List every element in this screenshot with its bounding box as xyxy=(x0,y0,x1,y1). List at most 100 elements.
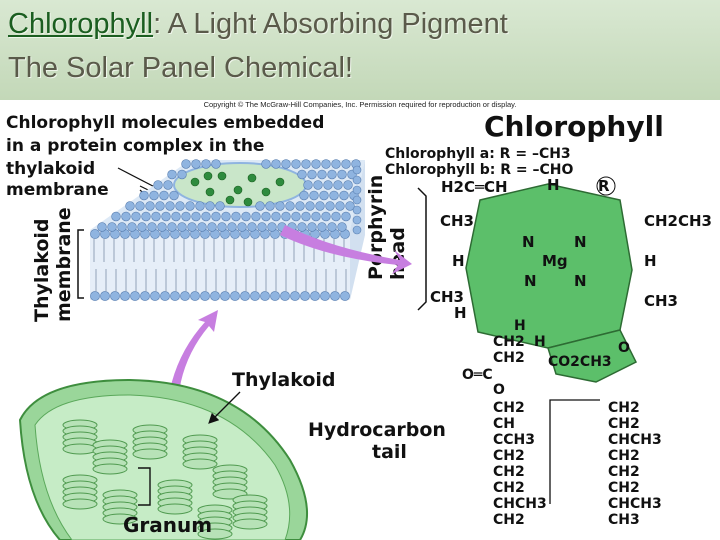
lipid-head xyxy=(297,222,307,232)
lipid-head xyxy=(160,291,170,301)
lipid-head xyxy=(270,291,280,301)
svg-text:H: H xyxy=(514,318,526,334)
lipid-head xyxy=(247,222,257,232)
lipid-head xyxy=(325,201,335,211)
membrane-bracket xyxy=(77,229,84,299)
lipid-heads xyxy=(90,159,362,301)
chlorophyll-molecule xyxy=(217,171,227,181)
figure-panel: Copyright © The McGraw-Hill Companies, I… xyxy=(0,100,720,540)
lipid-head xyxy=(337,169,347,180)
chlorophyll-b-formula: Chlorophyll b: R = –CHO xyxy=(385,162,574,178)
lipid-head xyxy=(303,180,313,190)
chlorophyll-molecule xyxy=(261,187,271,197)
svg-text:CH2: CH2 xyxy=(493,334,525,350)
chlorophyll-figure: Chlorophyll molecules embedded in a prot… xyxy=(6,110,712,540)
lipid-head xyxy=(341,159,351,169)
lipid-head xyxy=(120,291,130,301)
lipid-head xyxy=(331,211,341,222)
lipid-head xyxy=(330,291,340,301)
lipid-head xyxy=(180,291,190,301)
lipid-head xyxy=(211,211,221,222)
copyright-notice: Copyright © The McGraw-Hill Companies, I… xyxy=(203,100,517,109)
tail-group: CH2 xyxy=(493,512,525,528)
tail-group: CHCH3 xyxy=(493,496,547,512)
lipid-head xyxy=(323,180,333,190)
lipid-head xyxy=(321,159,331,169)
lipid-head xyxy=(181,159,191,169)
lipid-head xyxy=(163,180,173,190)
lipid-head xyxy=(341,211,351,222)
lipid-head xyxy=(291,211,301,222)
lipid-head xyxy=(107,222,117,232)
tail-group: CH2 xyxy=(493,464,525,480)
tail-connector xyxy=(549,399,600,504)
lipid-head xyxy=(311,159,321,169)
lipid-head xyxy=(237,222,247,232)
svg-text:N: N xyxy=(574,233,587,251)
lipid-head xyxy=(110,291,120,301)
svg-text:CH2CH3: CH2CH3 xyxy=(644,212,712,230)
porphyrin-bracket xyxy=(417,187,427,311)
lipid-head xyxy=(352,205,362,215)
lipid-head xyxy=(140,291,150,301)
lipid-head xyxy=(149,190,159,201)
lipid-head xyxy=(130,291,140,301)
lipid-head xyxy=(275,201,285,211)
lipid-head xyxy=(175,201,185,211)
lipid-head xyxy=(150,291,160,301)
lipid-head xyxy=(151,211,161,222)
chlorophyll-molecule xyxy=(203,171,213,181)
lipid-head xyxy=(320,291,330,301)
thylakoid-disc xyxy=(197,528,233,540)
svg-text:H: H xyxy=(454,304,467,322)
lipid-head xyxy=(167,222,177,232)
lipid-head xyxy=(131,211,141,222)
lipid-head xyxy=(329,190,339,201)
lipid-head xyxy=(301,159,311,169)
lipid-head xyxy=(207,222,217,232)
title-rest: : A Light Absorbing Pigment xyxy=(153,8,508,40)
lipid-head xyxy=(250,291,260,301)
svg-text:CH3: CH3 xyxy=(430,288,464,306)
thylakoid-label: Thylakoid xyxy=(232,369,336,391)
hydrocarbon-label-2: tail xyxy=(372,441,407,463)
svg-text:O═C: O═C xyxy=(462,367,493,383)
lipid-head xyxy=(187,222,197,232)
lipid-head xyxy=(300,291,310,301)
tail-group: CHCH3 xyxy=(608,432,662,448)
lipid-head xyxy=(230,291,240,301)
tail-group: CH xyxy=(493,416,515,432)
slide-subtitle: The Solar Panel Chemical! xyxy=(8,52,353,84)
lipid-head xyxy=(167,169,177,180)
lipid-head xyxy=(241,211,251,222)
svg-text:Thylakoid: Thylakoid xyxy=(31,219,53,323)
hydrocarbon-label-1: Hydrocarbon xyxy=(308,419,446,441)
lipid-head xyxy=(135,201,145,211)
lipid-head xyxy=(90,229,100,239)
thylakoid-pointer xyxy=(208,391,241,424)
svg-text:H: H xyxy=(534,334,546,350)
lipid-head xyxy=(299,190,309,201)
lipid-head xyxy=(145,201,155,211)
lipid-head xyxy=(313,180,323,190)
lipid-head xyxy=(317,222,327,232)
lipid-head xyxy=(352,225,362,235)
lipid-head xyxy=(319,190,329,201)
tail-group: CH2 xyxy=(493,400,525,416)
lipid-head xyxy=(327,222,337,232)
lipid-head xyxy=(139,190,149,201)
lipid-head xyxy=(327,169,337,180)
lipid-head xyxy=(331,159,341,169)
thylakoid-disc xyxy=(232,518,268,530)
lipid-head xyxy=(137,222,147,232)
granum-bracket xyxy=(138,467,151,506)
lipid-head xyxy=(260,291,270,301)
lipid-head xyxy=(261,211,271,222)
lipid-head xyxy=(171,211,181,222)
lipid-head xyxy=(271,159,281,169)
thylakoid-disc xyxy=(182,458,218,470)
tail-group: CH3 xyxy=(608,512,640,528)
svg-text:N: N xyxy=(524,272,537,290)
svg-text:Porphyrin: Porphyrin xyxy=(365,175,387,280)
lipid-head xyxy=(117,222,127,232)
